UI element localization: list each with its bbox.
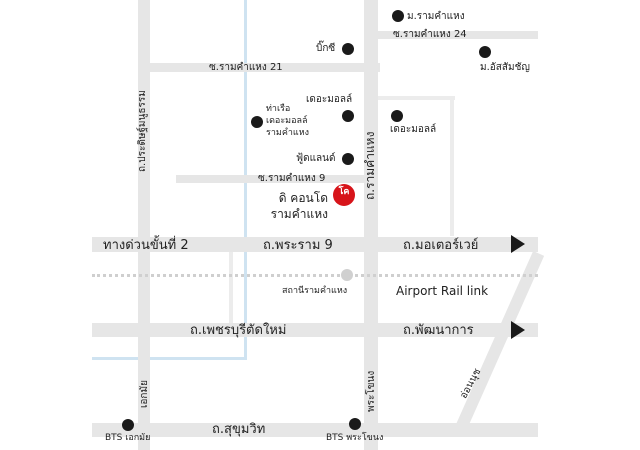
poi-label: เดอะมอลล์ <box>306 94 353 105</box>
condo-label-line: ดิ คอนโด <box>278 191 328 205</box>
road-label: ถ.เพชรบุรีตัดใหม่ <box>190 323 287 338</box>
rail-label: Airport Rail link <box>396 284 489 298</box>
road-pradit-manutham <box>138 0 150 450</box>
poi-marker <box>342 153 354 165</box>
poi-marker <box>392 10 404 22</box>
bts-label: BTS พระโขนง <box>326 433 384 443</box>
poi-marker <box>342 43 354 55</box>
road-label: ซ.รามคำแหง 21 <box>209 62 283 73</box>
station-label: สถานีรามคำแหง <box>282 286 348 296</box>
poi-label-line: เดอะมอลล์ <box>266 116 308 126</box>
poi-marker <box>342 110 354 122</box>
poi-label-line: ท่าเรือ <box>266 104 291 114</box>
condo-logo: โค <box>338 187 350 197</box>
road-label: ถ.รามคำแหง <box>363 131 377 200</box>
poi-label: ม.รามคำแหง <box>407 11 465 22</box>
road-label: ถ.สุขุมวิท <box>212 422 266 437</box>
poi-label: บิ๊กซี <box>316 43 336 54</box>
road-label: ซ.รามคำแหง 9 <box>258 173 326 184</box>
road-on-nut <box>453 250 545 435</box>
poi-marker <box>479 46 491 58</box>
road-ramkhamhaeng <box>364 0 378 450</box>
road-label: ซ.รามคำแหง 24 <box>393 29 467 40</box>
road-phetchaburi <box>92 323 538 337</box>
condo-label-line: รามคำแหง <box>270 207 328 221</box>
poi-marker <box>251 116 263 128</box>
station-marker <box>341 269 353 281</box>
bts-marker <box>349 418 361 430</box>
road-soi-9 <box>176 175 364 183</box>
road-label: ถ.พัฒนาการ <box>403 323 474 338</box>
road-label: พระโขนง <box>366 370 377 412</box>
canal <box>92 357 247 360</box>
bts-marker <box>122 419 134 431</box>
bts-label: BTS เอกมัย <box>105 433 151 443</box>
poi-label: ท่าเรือ เดอะมอลล์ รามคำแหง <box>266 103 309 139</box>
road-label: ถ.มอเตอร์เวย์ <box>403 238 479 253</box>
road-label: ถ.พระราม 9 <box>263 238 333 253</box>
road-label: ถ.ประดิษฐ์มนูธรรม <box>137 90 148 172</box>
poi-marker <box>391 110 403 122</box>
poi-label: ฟู้ดแลนด์ <box>296 153 336 164</box>
road-expressway <box>92 237 538 252</box>
condo-marker: โค <box>333 184 355 206</box>
road-outline <box>378 96 455 100</box>
road-sukhumvit <box>92 423 538 437</box>
arrow-right-icon <box>511 321 525 339</box>
road-outline <box>229 252 233 324</box>
poi-label: ม.อัสสัมชัญ <box>480 62 530 73</box>
road-soi-21 <box>150 63 380 72</box>
poi-label: เดอะมอลล์ <box>390 124 437 135</box>
road-outline <box>450 96 454 236</box>
poi-label-line: รามคำแหง <box>266 128 310 138</box>
road-soi-24 <box>378 31 538 39</box>
condo-label: ดิ คอนโด รามคำแหง <box>258 190 328 222</box>
road-label: เอกมัย <box>139 380 150 408</box>
road-label: ทางด่วนขั้นที่ 2 <box>103 238 189 253</box>
airport-rail-line <box>92 274 538 277</box>
arrow-right-icon <box>511 235 525 253</box>
